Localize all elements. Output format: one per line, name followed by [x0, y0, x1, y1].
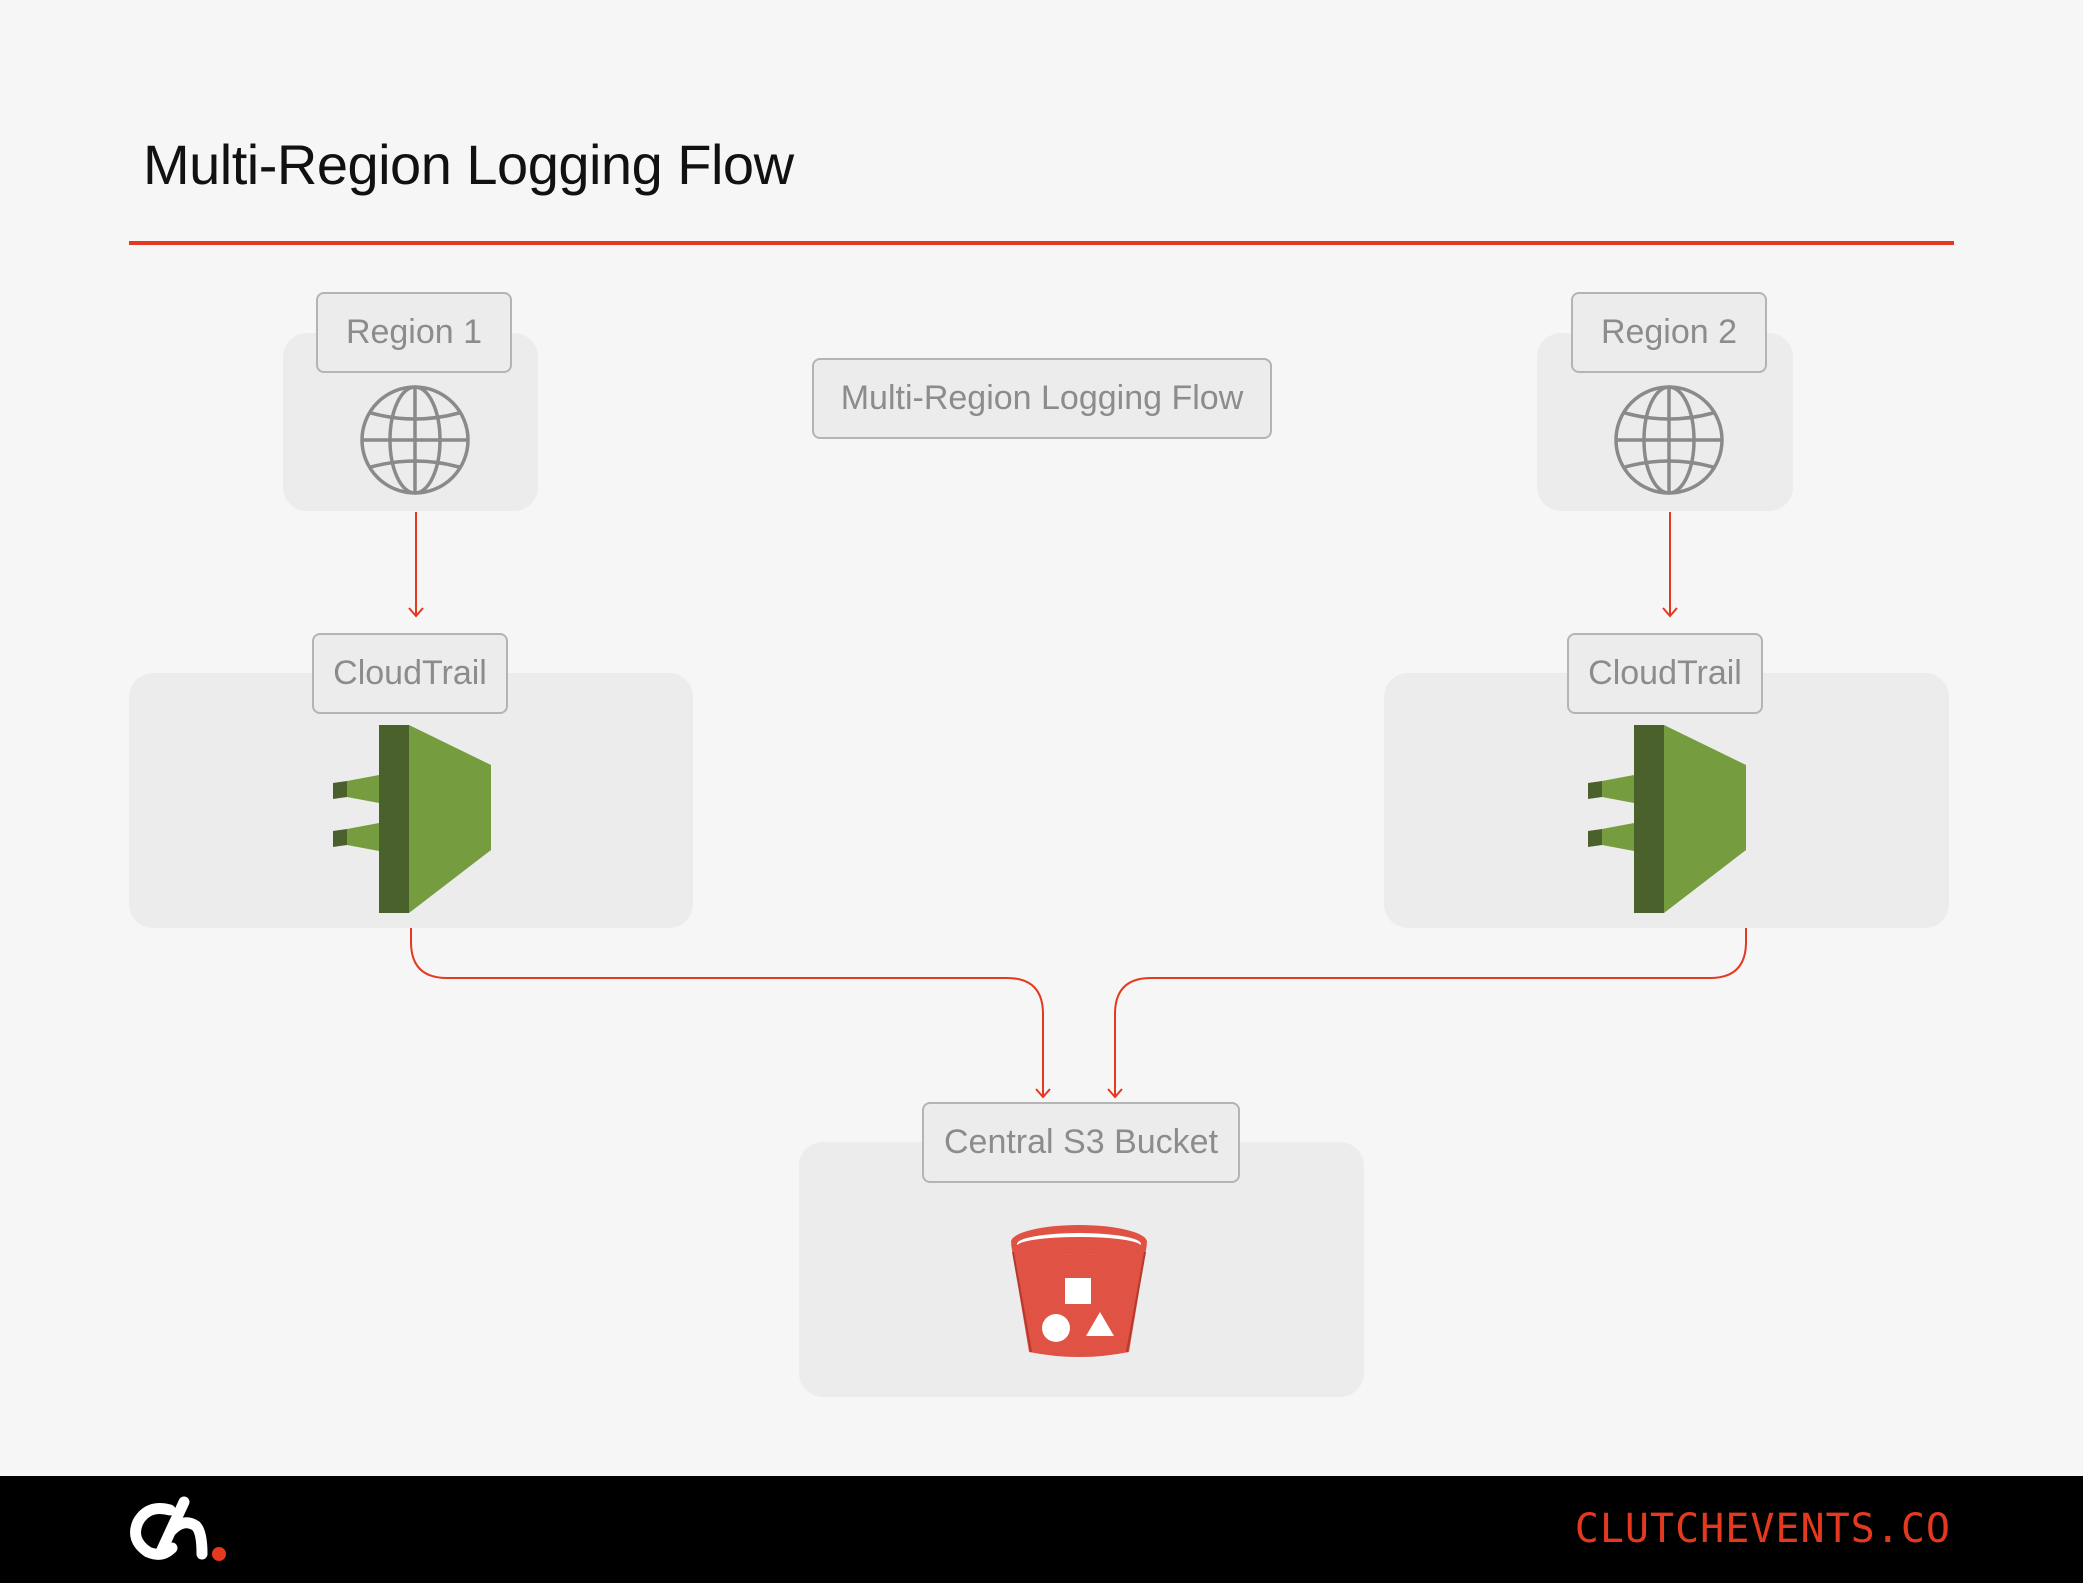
- edge-cloudtrail1-to-s3: [410, 928, 1051, 1099]
- s3-bucket-icon: [1009, 1222, 1149, 1363]
- clutch-logo[interactable]: [128, 1496, 228, 1571]
- cloudtrail-icon: [1588, 725, 1746, 918]
- s3-label: Central S3 Bucket: [922, 1102, 1240, 1183]
- globe-icon: [358, 383, 472, 502]
- cloudtrail2-label: CloudTrail: [1567, 633, 1763, 714]
- center-label: Multi-Region Logging Flow: [812, 358, 1272, 439]
- cloudtrail-icon: [333, 725, 491, 918]
- edge-cloudtrail2-to-s3: [1107, 928, 1747, 1099]
- footer-url-link[interactable]: CLUTCHEVENTS.CO: [1574, 1506, 1951, 1552]
- region2-label: Region 2: [1571, 292, 1767, 373]
- title-divider: [129, 241, 1954, 245]
- cloudtrail1-label: CloudTrail: [312, 633, 508, 714]
- globe-icon: [1612, 383, 1726, 502]
- page-title: Multi-Region Logging Flow: [143, 133, 794, 196]
- region1-label: Region 1: [316, 292, 512, 373]
- footer-bar: CLUTCHEVENTS.CO: [0, 1476, 2083, 1583]
